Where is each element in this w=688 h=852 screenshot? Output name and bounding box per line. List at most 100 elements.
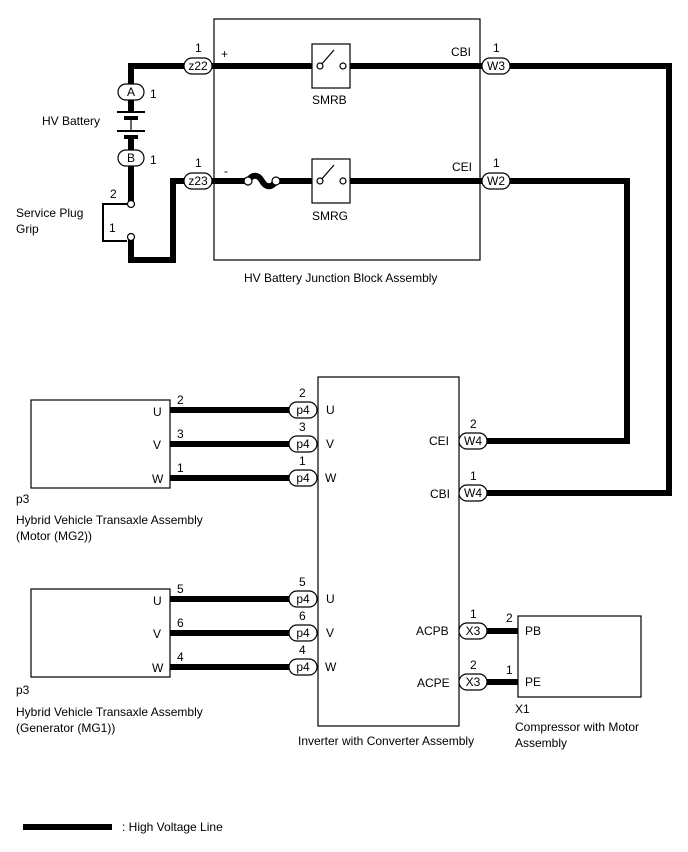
connector-p4-mg2-v (288, 435, 318, 453)
inverter-cei-label: CEI (429, 434, 449, 448)
connector-z22-label: z22 (188, 59, 208, 73)
connector-z23 (183, 172, 213, 190)
connector-w4-cbi-label: W4 (464, 486, 482, 500)
fuse-terminal-left (243, 176, 253, 186)
mg1-label-2: (Generator (MG1)) (16, 721, 115, 735)
inverter-title: Inverter with Converter Assembly (298, 734, 474, 748)
hv-line-plug-z23 (128, 178, 188, 263)
connector-p4-mg2-v-label: p4 (296, 437, 310, 451)
service-plug-pin-2: 2 (110, 187, 117, 201)
compressor-pe-label: PE (525, 675, 541, 689)
inverter-acpe-label: ACPE (417, 676, 450, 690)
hv-line-cei-route (484, 178, 630, 444)
battery-terminal-a-label: A (127, 85, 135, 99)
connector-p4-mg2-w-pin: 1 (299, 454, 306, 468)
hv-line-battery-plus (128, 63, 188, 92)
mg2-v-label: V (153, 438, 161, 452)
smrb-contact-right (339, 62, 347, 70)
battery-terminal-b-pin: 1 (150, 153, 157, 167)
compressor-pin-pe: 1 (506, 663, 513, 677)
connector-x3-acpe (458, 673, 488, 691)
legend-text: : High Voltage Line (122, 820, 223, 834)
inverter-mg2-w: W (325, 471, 337, 485)
connector-p4-mg1-w-pin: 4 (299, 643, 306, 657)
smrg-label: SMRG (312, 209, 348, 223)
mg1-pin-u: 5 (177, 582, 184, 596)
compressor-pin-pb: 2 (506, 611, 513, 625)
service-plug-label-2: Grip (16, 222, 39, 236)
service-plug-symbol (102, 199, 136, 242)
inverter-mg1-v: V (326, 626, 334, 640)
inverter-mg2-v: V (326, 437, 334, 451)
mg2-u-label: U (153, 405, 162, 419)
connector-w2-label: W2 (487, 174, 505, 188)
mg1-code: p3 (16, 683, 30, 697)
service-plug-pin-1: 1 (109, 221, 116, 235)
mg1-v-label: V (153, 627, 161, 641)
connector-p4-mg2-u (288, 401, 318, 419)
connector-p4-mg1-v (288, 624, 318, 642)
connector-w3-pin: 1 (493, 41, 500, 55)
connector-x3-acpe-pin: 2 (470, 658, 477, 672)
connector-p4-mg2-u-pin: 2 (299, 386, 306, 400)
battery-terminal-a (117, 83, 145, 101)
inverter-acpb-label: ACPB (416, 624, 449, 638)
connector-w4-cei (458, 432, 488, 450)
mg2-w-label: W (152, 472, 164, 486)
battery-terminal-a-pin: 1 (150, 87, 157, 101)
inverter-mg1-w: W (325, 660, 337, 674)
mg2-pin-w: 1 (177, 461, 184, 475)
inverter-mg1-u: U (326, 592, 335, 606)
hv-battery-label: HV Battery (42, 114, 100, 128)
battery-terminal-b-label: B (127, 151, 135, 165)
mg2-label-1: Hybrid Vehicle Transaxle Assembly (16, 513, 203, 527)
connector-w2-pin: 1 (493, 156, 500, 170)
connector-z22-pin: 1 (195, 41, 202, 55)
connector-p4-mg1-u-label: p4 (296, 592, 310, 606)
compressor-label-1: Compressor with Motor (515, 720, 639, 734)
jb-cbi-label: CBI (451, 45, 471, 59)
connector-w3 (481, 57, 511, 75)
inverter-mg2-u: U (326, 403, 335, 417)
mg2-pin-v: 3 (177, 427, 184, 441)
connector-z23-label: z23 (188, 174, 208, 188)
connector-p4-mg1-u (288, 590, 318, 608)
battery-terminal-b (117, 149, 145, 167)
mg2-pin-u: 2 (177, 393, 184, 407)
mg2-box (30, 399, 171, 489)
smrb-contact-left (316, 62, 324, 70)
mg1-pin-w: 4 (177, 650, 184, 664)
connector-p4-mg1-w-label: p4 (296, 660, 310, 674)
service-plug-terminal-1 (126, 232, 136, 242)
connector-p4-mg1-v-label: p4 (296, 626, 310, 640)
hv-line-cbi-route (484, 63, 672, 496)
fuse-terminal-right (271, 176, 281, 186)
connector-w4-cbi-pin: 1 (470, 469, 477, 483)
mg2-code: p3 (16, 492, 30, 506)
inverter-box (317, 376, 460, 727)
fuse-icon (245, 172, 279, 190)
junction-block-title: HV Battery Junction Block Assembly (244, 271, 437, 285)
junction-block-box (213, 18, 481, 261)
mg1-label-1: Hybrid Vehicle Transaxle Assembly (16, 705, 203, 719)
compressor-code: X1 (515, 702, 530, 716)
connector-x3-acpb-label: X3 (466, 624, 481, 638)
connector-p4-mg2-w-label: p4 (296, 471, 310, 485)
connector-p4-mg1-v-pin: 6 (299, 609, 306, 623)
connector-p4-mg2-w (288, 469, 318, 487)
compressor-pb-label: PB (525, 624, 541, 638)
compressor-box (517, 615, 642, 698)
connector-w3-label: W3 (487, 59, 505, 73)
connector-p4-mg1-u-pin: 5 (299, 575, 306, 589)
compressor-label-2: Assembly (515, 736, 567, 750)
jb-cei-label: CEI (452, 160, 472, 174)
service-plug-terminal-2 (126, 199, 136, 209)
connector-w4-cei-pin: 2 (470, 417, 477, 431)
connector-x3-acpe-label: X3 (466, 675, 481, 689)
connector-x3-acpb (458, 622, 488, 640)
connector-p4-mg2-v-pin: 3 (299, 420, 306, 434)
service-plug-label-1: Service Plug (16, 206, 83, 220)
connector-z22 (183, 57, 213, 75)
connector-z23-pin: 1 (195, 156, 202, 170)
smrg-relay (311, 158, 351, 204)
